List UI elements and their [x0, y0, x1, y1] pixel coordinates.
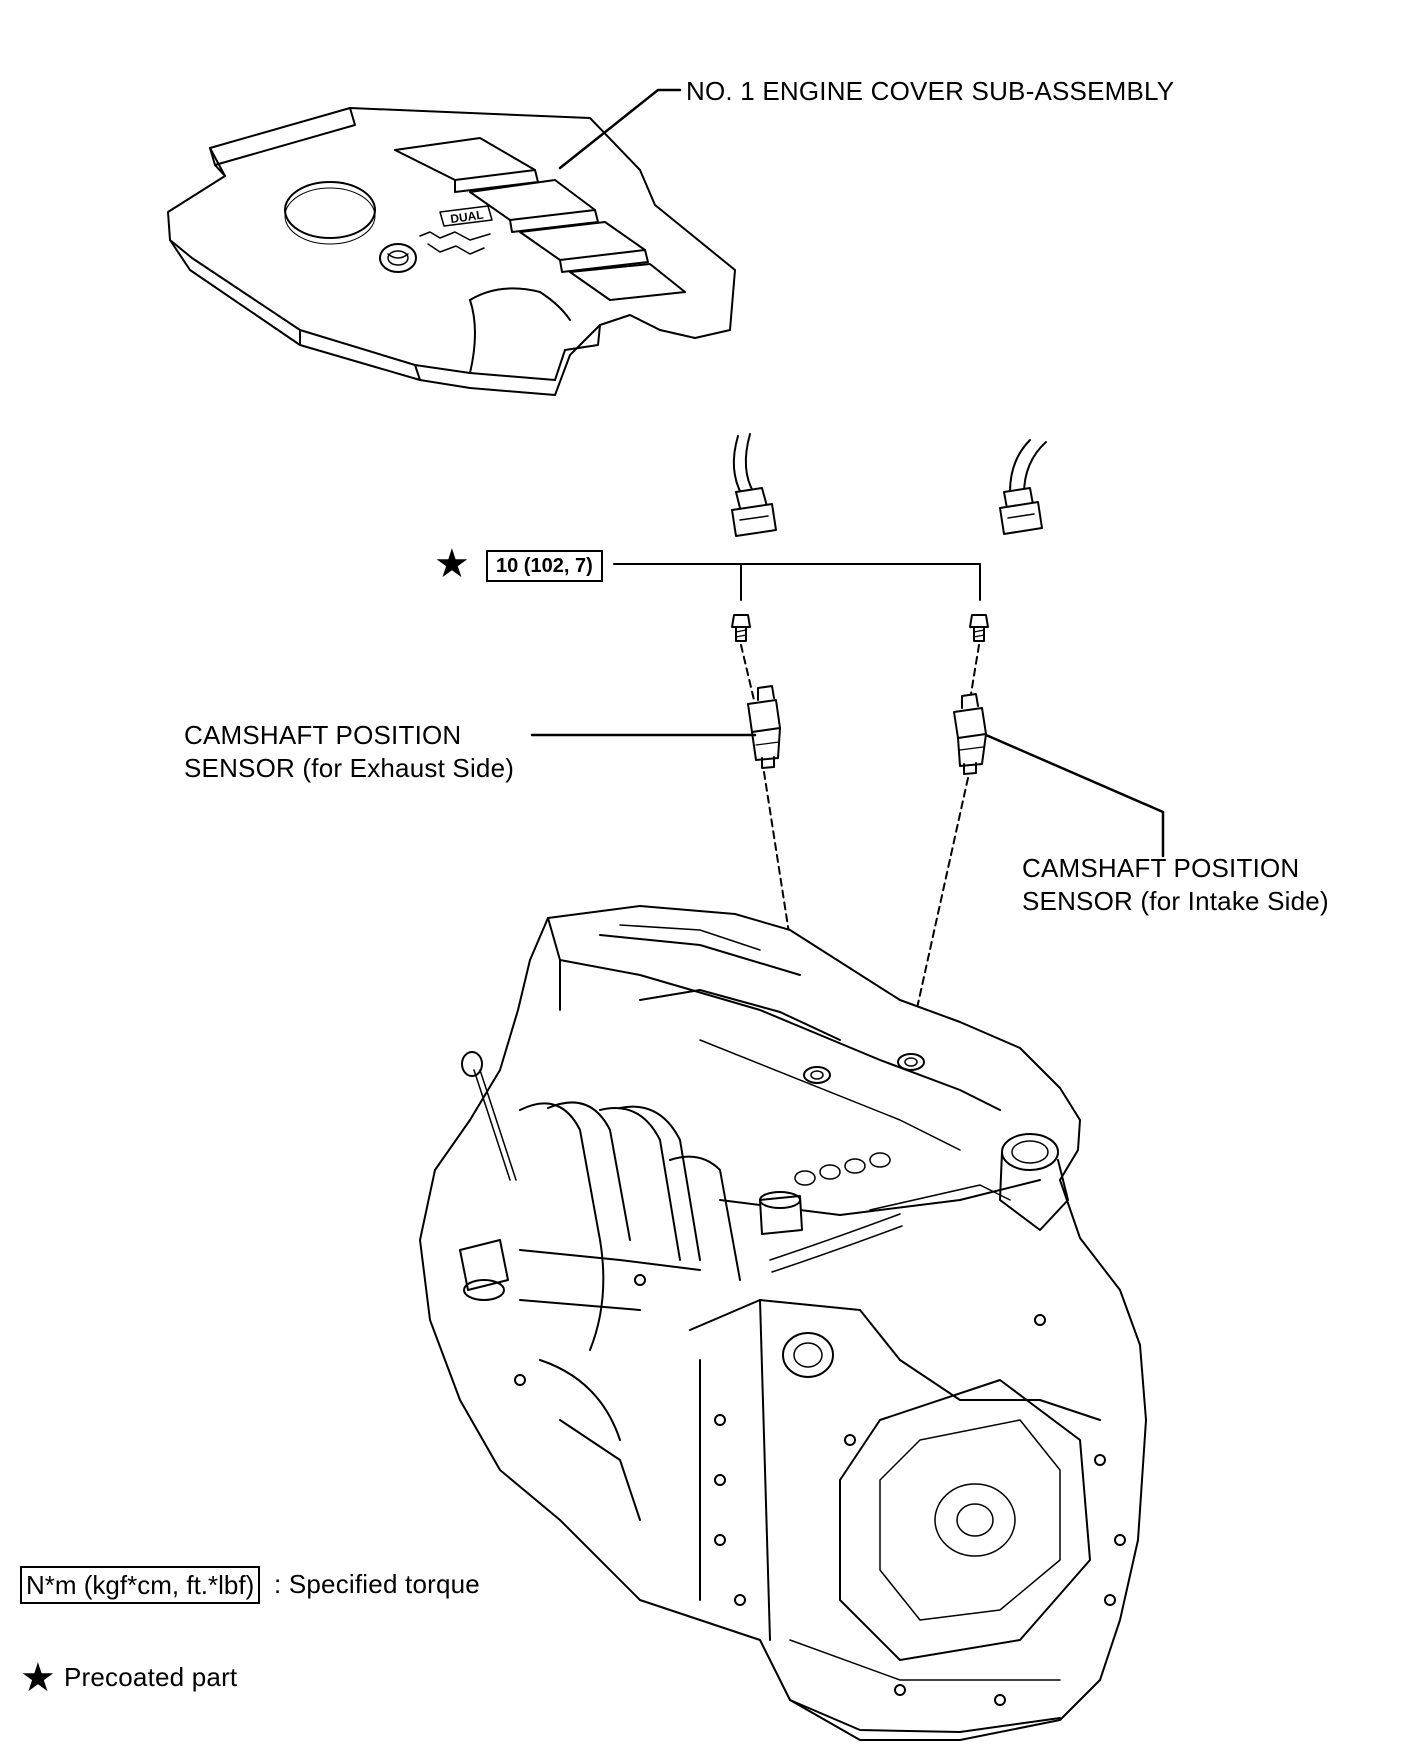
exhaust-sensor-label-line2: SENSOR (for Exhaust Side) [184, 753, 515, 783]
torque-spec-box: 10 (102, 7) [486, 550, 603, 582]
intake-camshaft-sensor [953, 693, 987, 775]
engine-assembly-illustration [419, 905, 1147, 1741]
legend-precoat-description: Precoated part [64, 1662, 238, 1692]
star-icon: ★ [20, 1656, 56, 1700]
legend-torque-units-box: N*m (kgf*cm, ft.*lbf) [20, 1566, 261, 1604]
intake-sensor-bolt [969, 614, 989, 642]
exhaust-sensor-connector [731, 433, 777, 537]
intake-sensor-label-line2: SENSOR (for Intake Side) [1022, 886, 1329, 916]
legend-torque-description: : Specified torque [274, 1569, 480, 1599]
star-icon: ★ [434, 542, 470, 586]
exhaust-camshaft-sensor [747, 685, 781, 769]
engine-cover-label: NO. 1 ENGINE COVER SUB-ASSEMBLY [686, 76, 1175, 106]
intake-sensor-label-line1: CAMSHAFT POSITION [1022, 853, 1300, 883]
exhaust-sensor-bolt [731, 614, 751, 642]
exhaust-sensor-label-line1: CAMSHAFT POSITION [184, 720, 462, 750]
engine-cover-illustration: DUAL [167, 107, 736, 396]
cover-emblem-text: DUAL [449, 208, 484, 227]
intake-sensor-connector [999, 439, 1047, 535]
